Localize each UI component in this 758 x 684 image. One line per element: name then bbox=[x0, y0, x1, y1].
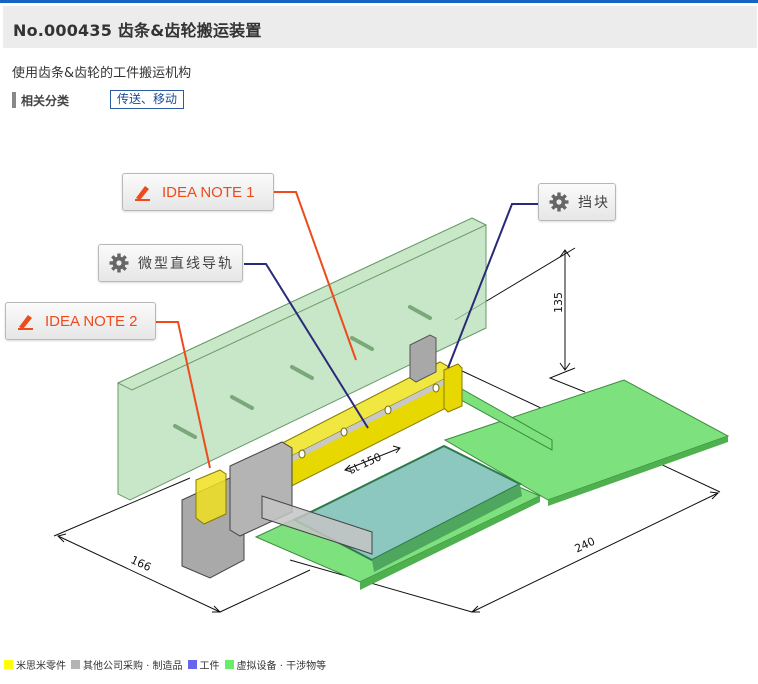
title-bar: No.000435 齿条&齿轮搬运装置 bbox=[3, 6, 757, 48]
legend-swatch bbox=[71, 660, 80, 669]
stopper-block bbox=[443, 363, 463, 413]
gear-icon bbox=[109, 253, 129, 273]
legend-item-virtual: 虚拟设备 · 干涉物等 bbox=[224, 657, 327, 672]
legend-item-workpiece: 工件 bbox=[187, 657, 220, 672]
micro-linear-guide-button[interactable]: 微型直线导轨 bbox=[98, 244, 243, 282]
stopper-block-button[interactable]: 挡块 bbox=[538, 183, 616, 221]
color-legend: 米思米零件 其他公司采购 · 制造品 工件 虚拟设备 · 干涉物等 bbox=[4, 657, 331, 672]
category-tag-link[interactable]: 传送、移动 bbox=[110, 90, 185, 109]
wall-pins bbox=[173, 305, 432, 439]
legend-item-misumi: 米思米零件 bbox=[4, 657, 66, 672]
micro-linear-guide-label: 微型直线导轨 bbox=[138, 256, 234, 272]
legend-swatch bbox=[4, 660, 13, 669]
idea-note-2-label: IDEA NOTE 2 bbox=[45, 312, 138, 330]
category-label: 相关分类 bbox=[21, 93, 70, 108]
dimension-height: 135 bbox=[552, 292, 565, 313]
legend-label: 米思米零件 bbox=[16, 661, 66, 672]
legend-swatch bbox=[187, 660, 197, 669]
legend-label: 工件 bbox=[199, 661, 220, 672]
pinion-cover bbox=[195, 469, 227, 525]
legend-item-other-purchased: 其他公司采购 · 制造品 bbox=[71, 657, 183, 672]
related-category: 相关分类 bbox=[12, 91, 69, 109]
gear-icon bbox=[549, 192, 569, 212]
pusher-arm bbox=[261, 495, 373, 555]
leader-lines bbox=[156, 191, 538, 469]
dimension-width: 240 bbox=[573, 535, 598, 556]
idea-note-2-button[interactable]: IDEA NOTE 2 bbox=[5, 302, 156, 340]
legend-label: 虚拟设备 · 干涉物等 bbox=[236, 661, 327, 672]
pencil-icon bbox=[16, 311, 36, 331]
idea-note-1-label: IDEA NOTE 1 bbox=[162, 183, 255, 201]
page-title: No.000435 齿条&齿轮搬运装置 bbox=[13, 21, 262, 40]
legend-swatch bbox=[224, 660, 234, 669]
top-accent-bar bbox=[0, 0, 758, 3]
pencil-icon bbox=[133, 182, 153, 202]
page-subtitle: 使用齿条&齿轮的工件搬运机构 bbox=[12, 66, 192, 81]
legend-label: 其他公司采购 · 制造品 bbox=[83, 661, 183, 672]
idea-note-1-button[interactable]: IDEA NOTE 1 bbox=[122, 173, 274, 211]
stopper-block-label: 挡块 bbox=[578, 195, 610, 211]
category-marker bbox=[12, 92, 16, 108]
mechanism-diagram: 135 166 240 st 150 bbox=[53, 191, 730, 613]
